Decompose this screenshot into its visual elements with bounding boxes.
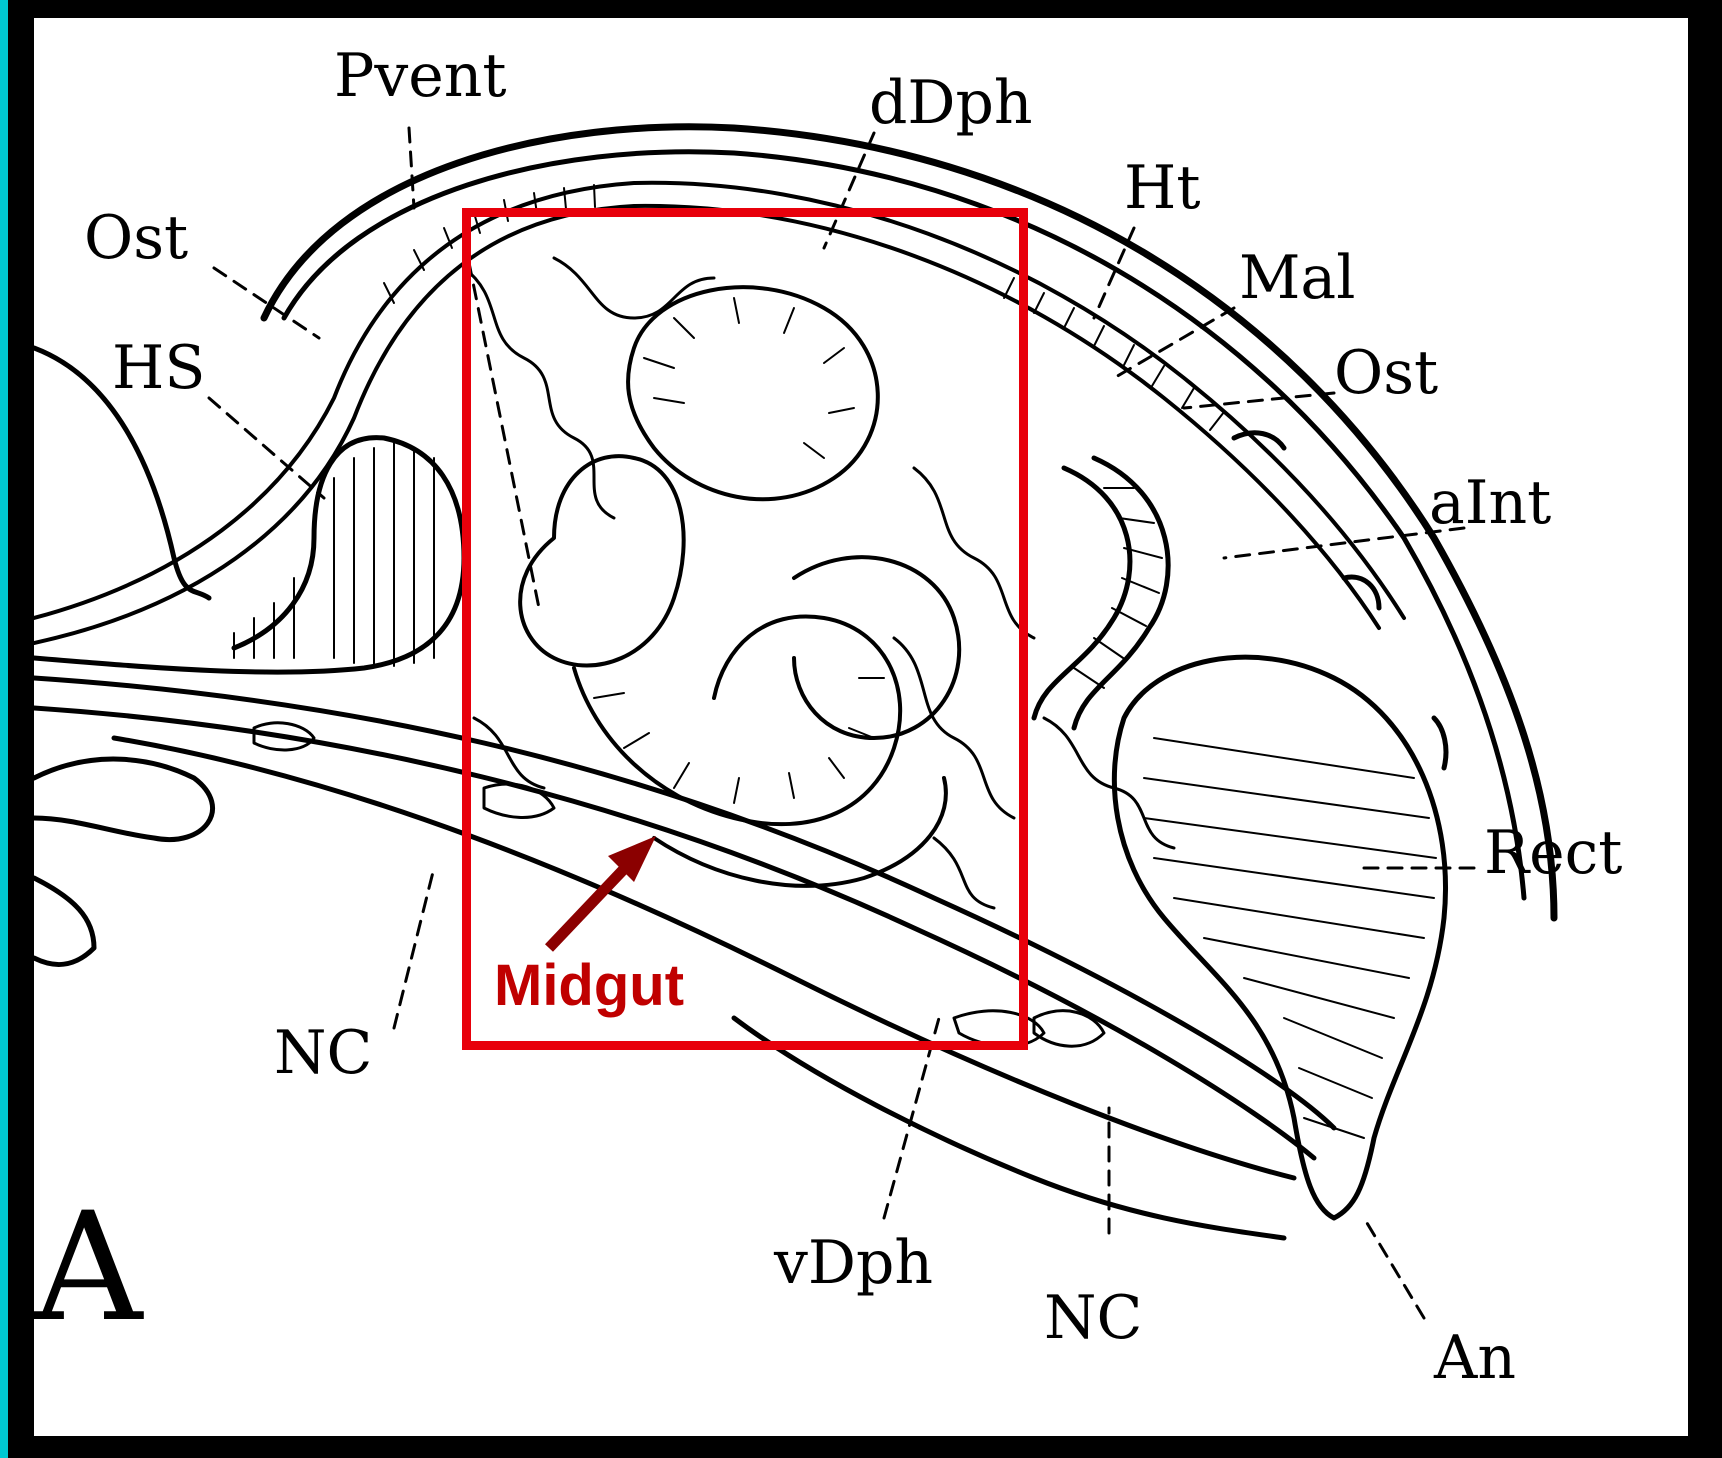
midgut-callout-label: Midgut (484, 953, 694, 1019)
diagram-canvas: Pvent dDph Ht Mal Ost Ost HS aInt Rect N… (34, 18, 1688, 1436)
frame-edge-left (0, 0, 8, 1458)
midgut-arrow (34, 18, 1688, 1436)
